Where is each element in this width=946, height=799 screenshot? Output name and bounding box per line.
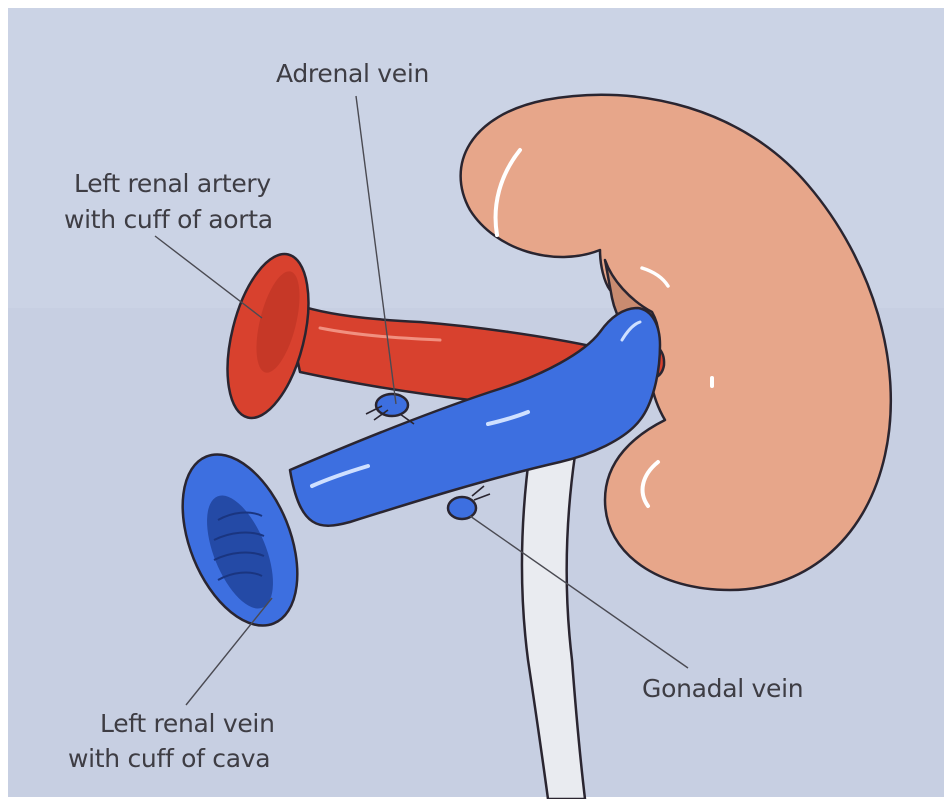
label-gonadal-vein: Gonadal vein <box>642 674 803 703</box>
label-left-renal-vein-line1: Left renal vein <box>100 709 275 738</box>
label-left-renal-artery-line2: with cuff of aorta <box>64 205 273 234</box>
label-left-renal-artery-line1: Left renal artery <box>74 169 271 198</box>
label-adrenal-vein: Adrenal vein <box>276 59 429 88</box>
label-left-renal-vein-line2: with cuff of cava <box>68 744 270 773</box>
